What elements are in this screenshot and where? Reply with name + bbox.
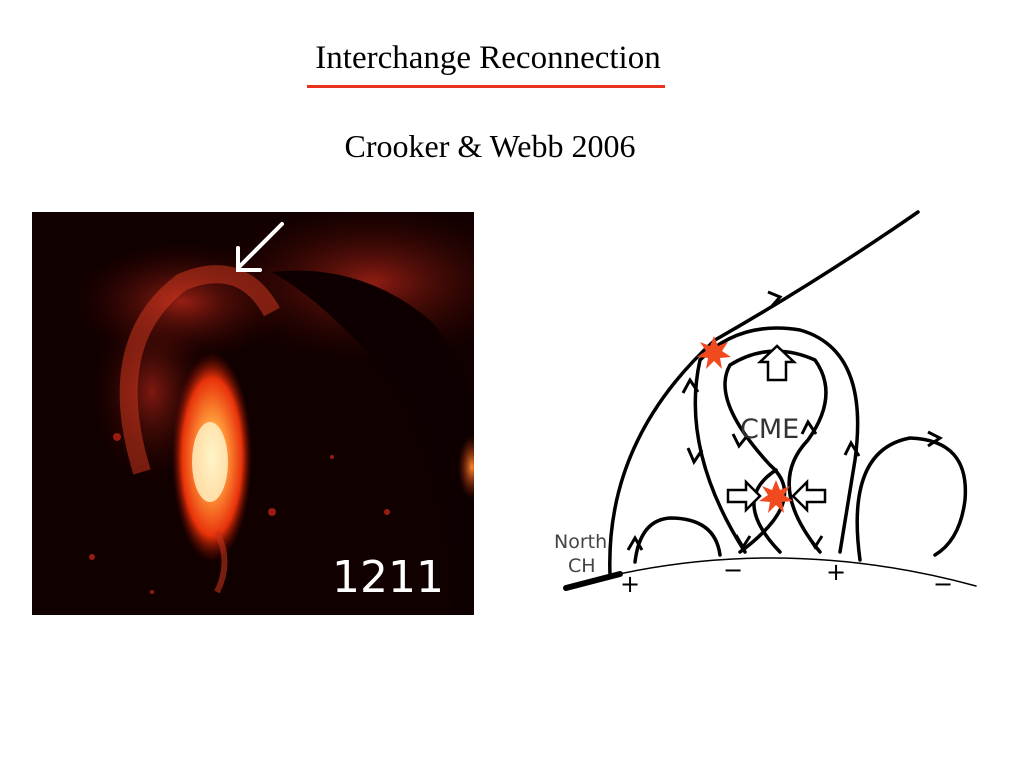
polarity-plus-1: + bbox=[620, 570, 640, 598]
euv-image-render bbox=[72, 212, 474, 615]
polarity-plus-2: + bbox=[826, 558, 846, 586]
polarity-minus-1: − bbox=[723, 556, 743, 584]
inflow-right-arrow-icon bbox=[791, 478, 827, 514]
north-ch-label-line1: North bbox=[554, 531, 607, 553]
reconnection-site-top bbox=[697, 336, 731, 369]
slide-title: Interchange Reconnection bbox=[315, 40, 661, 76]
frame-label: 1211 bbox=[332, 552, 444, 603]
interchange-reconnection-diagram: CME North CH + − + − bbox=[540, 200, 990, 610]
euv-observation-image: 1211 bbox=[32, 212, 474, 615]
cme-label: CME bbox=[740, 414, 799, 445]
noise-dots bbox=[89, 433, 390, 594]
outer-loop bbox=[693, 326, 860, 554]
loop-arc bbox=[119, 265, 280, 475]
small-left-loop bbox=[633, 516, 722, 564]
limb-flare bbox=[458, 435, 474, 499]
diagram-svg: CME North CH + − + − bbox=[554, 210, 977, 598]
solar-disk bbox=[272, 270, 474, 615]
inflow-left-arrow-icon bbox=[726, 478, 762, 514]
right-loop bbox=[855, 436, 968, 562]
slide-subtitle: Crooker & Webb 2006 bbox=[344, 128, 636, 164]
north-ch-label-line2: CH bbox=[568, 555, 596, 577]
cme-flux-rope bbox=[723, 349, 828, 554]
reconnection-site-center bbox=[759, 480, 793, 513]
field-direction-arrows bbox=[626, 290, 943, 551]
outward-arrow-icon bbox=[756, 344, 798, 382]
white-arrow-icon bbox=[236, 222, 284, 272]
bright-core-center bbox=[192, 422, 228, 502]
tail bbox=[214, 530, 228, 594]
solar-surface bbox=[569, 557, 977, 587]
polarity-minus-2: − bbox=[933, 570, 953, 598]
title-underline bbox=[307, 85, 665, 88]
inner-strand bbox=[752, 468, 782, 554]
